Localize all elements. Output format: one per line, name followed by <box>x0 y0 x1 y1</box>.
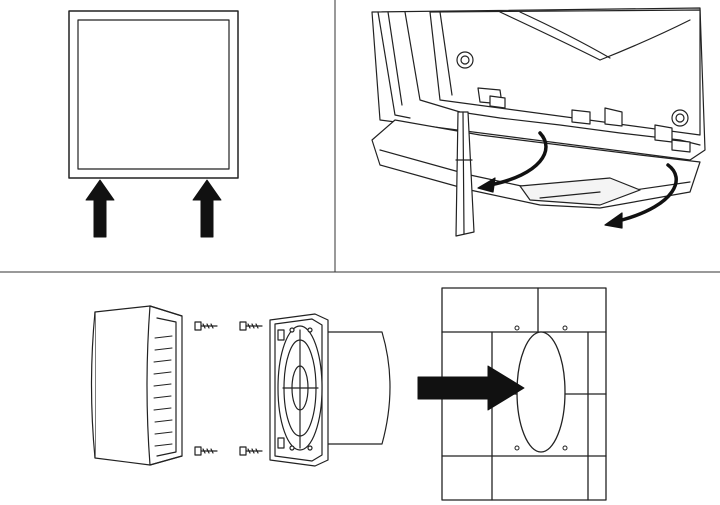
screw-icon <box>194 321 218 331</box>
panel-4-wall-insertion <box>417 287 607 501</box>
panel-dividers <box>0 0 720 273</box>
up-arrow-icon <box>192 179 222 238</box>
screw-icon <box>239 446 263 456</box>
front-cover <box>68 10 239 179</box>
cover-latches <box>477 87 691 153</box>
right-arrow-icon <box>417 365 525 411</box>
screwdriver-icon <box>455 111 475 237</box>
pry-arrow-icon <box>604 163 678 229</box>
panel-2-prying-latches <box>371 7 706 237</box>
mounting-base <box>269 313 329 467</box>
screw-icon <box>239 321 263 331</box>
wall-opening <box>516 331 566 453</box>
fan-front-cover <box>90 305 183 466</box>
duct-spigot <box>319 331 391 445</box>
screw-holes <box>514 325 568 451</box>
pry-arrow-icon <box>477 131 548 193</box>
cover-grille-slats <box>153 335 173 447</box>
panel-1-cover-removal <box>68 10 239 238</box>
up-arrow-icon <box>85 179 115 238</box>
panel-3-exploded-assembly <box>90 305 391 467</box>
screw-icon <box>194 446 218 456</box>
